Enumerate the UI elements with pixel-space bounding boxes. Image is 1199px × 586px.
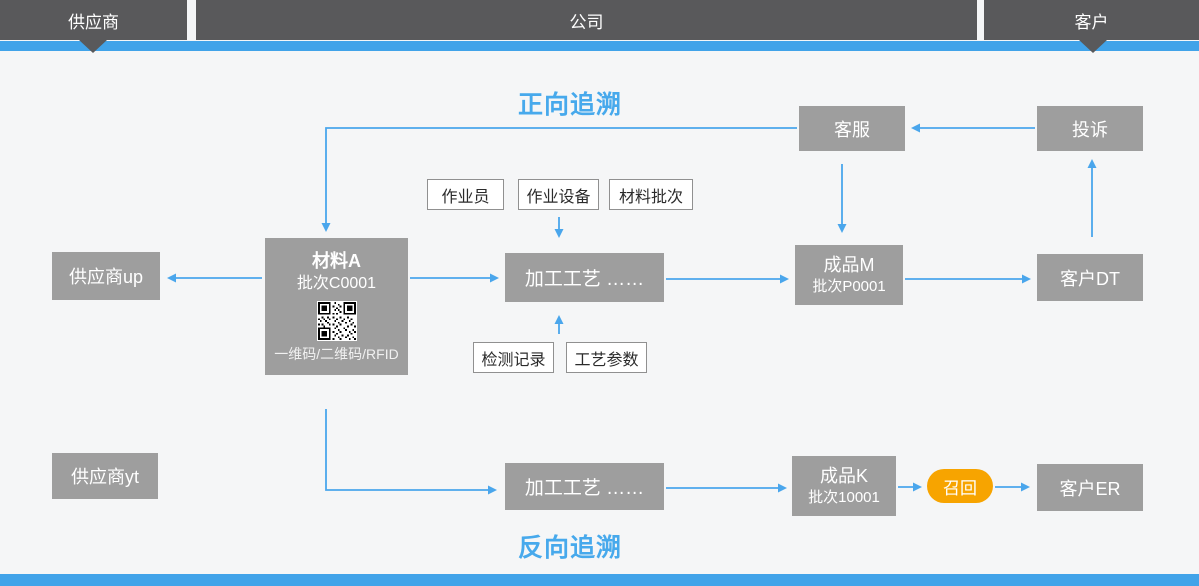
tag-inspection-record: 检测记录	[473, 342, 554, 373]
recall-badge: 召回	[927, 469, 993, 503]
tag-process-params: 工艺参数	[566, 342, 647, 373]
backward-trace-title: 反向追溯	[518, 534, 623, 562]
node-product-m: 成品M 批次P0001	[795, 245, 903, 305]
header-lane-company: 公司	[196, 0, 977, 40]
header-accent-strip	[0, 41, 1199, 51]
product-m-title: 成品M	[823, 254, 875, 275]
node-product-k: 成品K 批次10001	[792, 456, 896, 516]
header-lane-customer-label: 客户	[1074, 12, 1109, 32]
node-customer-dt: 客户DT	[1037, 254, 1143, 301]
supplier-pointer-triangle	[79, 40, 107, 53]
node-supplier-up: 供应商up	[52, 252, 160, 300]
node-material-a: 材料A 批次C0001 一维码/二维码/RFID	[265, 238, 408, 375]
header-lane-customer: 客户	[984, 0, 1199, 40]
footer-accent-strip	[0, 574, 1199, 586]
header-lane-supplier-label: 供应商	[68, 12, 119, 32]
node-supplier-yt: 供应商yt	[52, 453, 158, 499]
material-a-codes: 一维码/二维码/RFID	[274, 345, 399, 362]
node-customer-er: 客户ER	[1037, 464, 1143, 511]
tag-equipment: 作业设备	[518, 179, 599, 210]
node-complaint: 投诉	[1037, 106, 1143, 151]
node-customer-service: 客服	[799, 106, 905, 151]
material-a-batch: 批次C0001	[296, 274, 377, 292]
forward-trace-title: 正向追溯	[518, 91, 623, 119]
product-m-batch: 批次P0001	[812, 278, 886, 296]
material-a-title: 材料A	[312, 251, 361, 272]
product-k-title: 成品K	[819, 465, 868, 486]
customer-pointer-triangle	[1079, 40, 1107, 53]
product-k-batch: 批次10001	[808, 489, 880, 507]
tag-material-batch: 材料批次	[609, 179, 693, 210]
qr-code-icon	[316, 300, 357, 341]
node-process-top: 加工工艺 ……	[505, 253, 664, 302]
header-lane-supplier: 供应商	[0, 0, 187, 40]
tag-operator: 作业员	[427, 179, 504, 210]
node-process-bottom: 加工工艺 ……	[505, 463, 664, 510]
header-lane-company-label: 公司	[569, 12, 604, 32]
